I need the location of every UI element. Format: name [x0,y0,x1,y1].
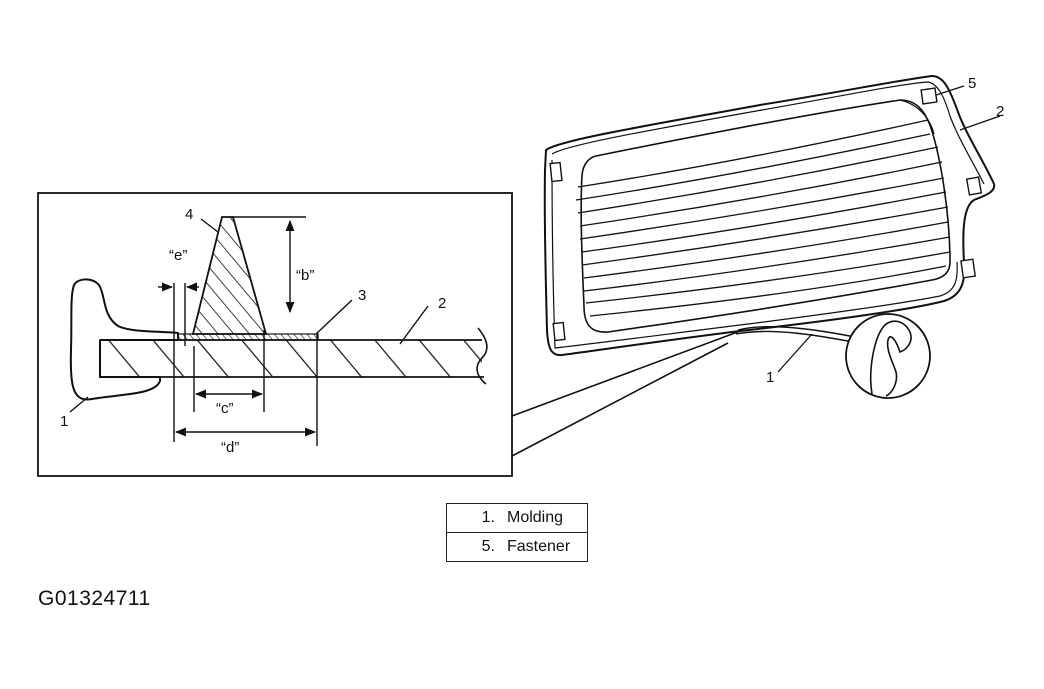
callout-1-detail: 1 [60,413,68,430]
callout-2-detail: 2 [438,295,446,312]
dimension-e-label: “e” [169,247,187,264]
callout-2-overview: 2 [996,103,1004,120]
parts-legend: 1. Molding 5. Fastener [446,503,588,562]
adhesive-bead [191,216,268,335]
magnified-circle [845,313,931,399]
dimension-d-label: “d” [221,439,239,456]
zoom-connector-top [511,329,744,417]
legend-label: Molding [507,509,564,526]
fastener-clips [549,87,983,342]
detail-frame [37,192,513,477]
callout-4: 4 [185,206,193,223]
callout-3: 3 [358,287,366,304]
figure-code: G01324711 [38,587,151,610]
detail-view: 4 3 2 1 “b” “e” “c” “d” [37,192,744,477]
legend-row: 1. Molding [447,504,587,532]
zoom-connector-bottom [511,342,729,457]
dimension-c-label: “c” [216,400,234,417]
callout-1-overview: 1 [766,369,774,386]
legend-row: 5. Fastener [447,532,587,561]
molding-clip-detail [869,320,912,397]
back-window-overview: 5 2 1 [543,74,1004,399]
glass-break-line [476,327,488,385]
defroster-grid [575,119,951,317]
legend-number: 5. [481,538,495,555]
dimension-b-label: “b” [296,267,314,284]
molding-strip [737,326,861,339]
dimension-lines [69,216,429,446]
legend-label: Fastener [507,538,571,555]
molding-profile [69,278,179,401]
legend-number: 1. [481,509,495,526]
callout-5-overview: 5 [968,75,976,92]
